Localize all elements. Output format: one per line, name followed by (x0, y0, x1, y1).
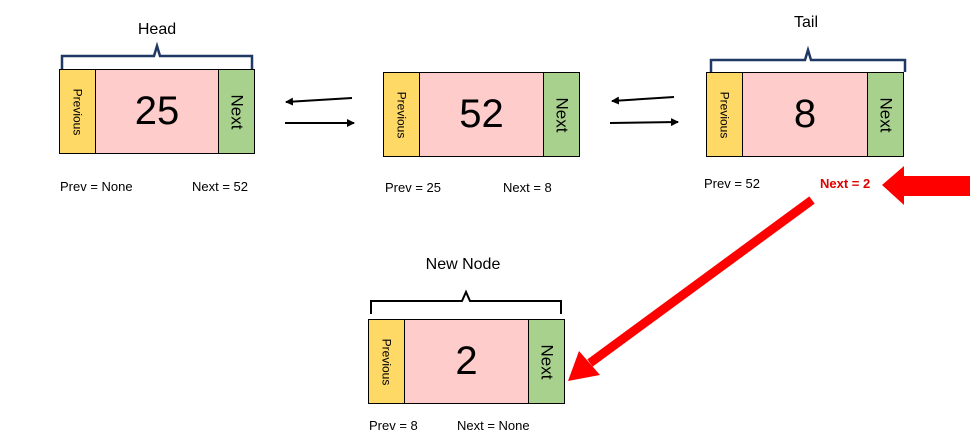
prev-pointer-arrow-tail-to-middle (611, 96, 675, 105)
tail-to-new-node-arrowhead (568, 351, 600, 381)
tail-bracket (709, 45, 907, 72)
tail-next-caption: Next = 2 (820, 176, 871, 191)
new-node-title: New Node (425, 256, 501, 273)
middle-value-cell: 52 (420, 73, 543, 156)
head-previous-label: Previous (70, 88, 85, 135)
tail-next-cell: Next (867, 73, 903, 156)
head-node: Previous 25 Next (59, 69, 255, 154)
new-node-previous-cell: Previous (369, 320, 405, 403)
head-prev-caption: Prev = None (60, 179, 133, 194)
middle-node: Previous 52 Next (383, 72, 580, 157)
middle-value: 52 (459, 92, 504, 136)
middle-previous-label: Previous (394, 91, 409, 138)
head-value-cell: 25 (96, 70, 218, 153)
tail-prev-caption: Prev = 52 (704, 176, 761, 191)
new-node-prev-caption: Prev = 8 (369, 418, 418, 433)
head-next-caption: Next = 52 (192, 179, 249, 194)
head-bracket (60, 41, 254, 69)
middle-next-caption: Next = 8 (503, 180, 552, 195)
new-node-bracket (370, 289, 562, 314)
tail-value: 8 (793, 92, 817, 136)
new-node-next-label: Next (537, 344, 557, 379)
head-next-cell: Next (218, 70, 254, 153)
head-value: 25 (134, 89, 180, 133)
new-node-previous-label: Previous (379, 338, 394, 385)
highlight-block-arrow (882, 166, 970, 205)
tail-previous-label: Previous (717, 91, 732, 138)
next-pointer-arrow-middle-to-tail (609, 118, 679, 127)
middle-next-cell: Next (543, 73, 579, 156)
tail-node: Previous 8 Next (706, 72, 904, 157)
tail-title: Tail (793, 14, 819, 31)
tail-previous-cell: Previous (707, 73, 743, 156)
head-next-label: Next (227, 94, 247, 129)
new-node-value: 2 (455, 339, 478, 383)
tail-next-label: Next (876, 97, 896, 132)
new-node: Previous 2 Next (368, 319, 565, 404)
middle-prev-caption: Prev = 25 (385, 180, 442, 195)
new-node-value-cell: 2 (405, 320, 528, 403)
new-node-next-cell: Next (528, 320, 564, 403)
middle-previous-cell: Previous (384, 73, 420, 156)
head-title: Head (137, 21, 177, 38)
new-node-next-caption: Next = None (457, 418, 530, 433)
middle-next-label: Next (552, 97, 572, 132)
tail-value-cell: 8 (743, 73, 867, 156)
prev-pointer-arrow-middle-to-head (285, 97, 353, 106)
head-previous-cell: Previous (60, 70, 96, 153)
tail-to-new-node-arrow (587, 196, 815, 367)
